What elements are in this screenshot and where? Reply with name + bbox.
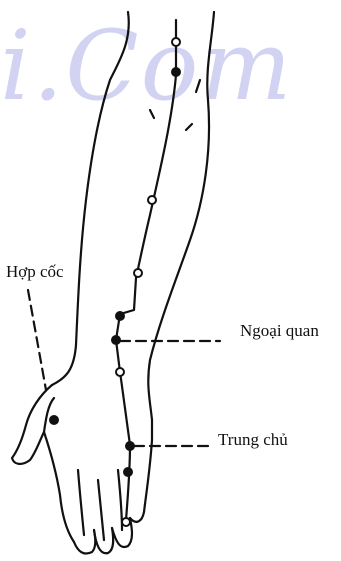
- label-ngoai-quan: Ngoại quan: [240, 321, 319, 341]
- acupoint-5: [116, 312, 124, 320]
- acupoint-7: [124, 468, 132, 476]
- acupoint-8: [122, 518, 130, 526]
- crease-1: [196, 80, 200, 92]
- acupoint-2: [172, 68, 180, 76]
- finger-line-a: [78, 470, 84, 535]
- acupoint-ngoai-quan: [112, 336, 120, 344]
- acupoint-1: [172, 38, 180, 46]
- finger-line-b: [98, 480, 104, 540]
- label-trung-chu: Trung chủ: [218, 430, 288, 450]
- acupoint-trung-chu: [126, 442, 134, 450]
- forearm-right-outline: [148, 12, 214, 420]
- acupoint-hop-coc: [50, 416, 58, 424]
- crease-2: [150, 110, 154, 118]
- acupoint-4: [134, 269, 142, 277]
- thumb-inner: [44, 398, 54, 432]
- label-hop-coc: Hợp cốc: [6, 262, 64, 282]
- acupoint-6: [116, 368, 124, 376]
- acupoint-3: [148, 196, 156, 204]
- finger-4: [130, 420, 152, 522]
- leader-hopcoc: [28, 290, 46, 390]
- crease-3: [186, 124, 192, 130]
- hand-left-edge: [44, 432, 74, 542]
